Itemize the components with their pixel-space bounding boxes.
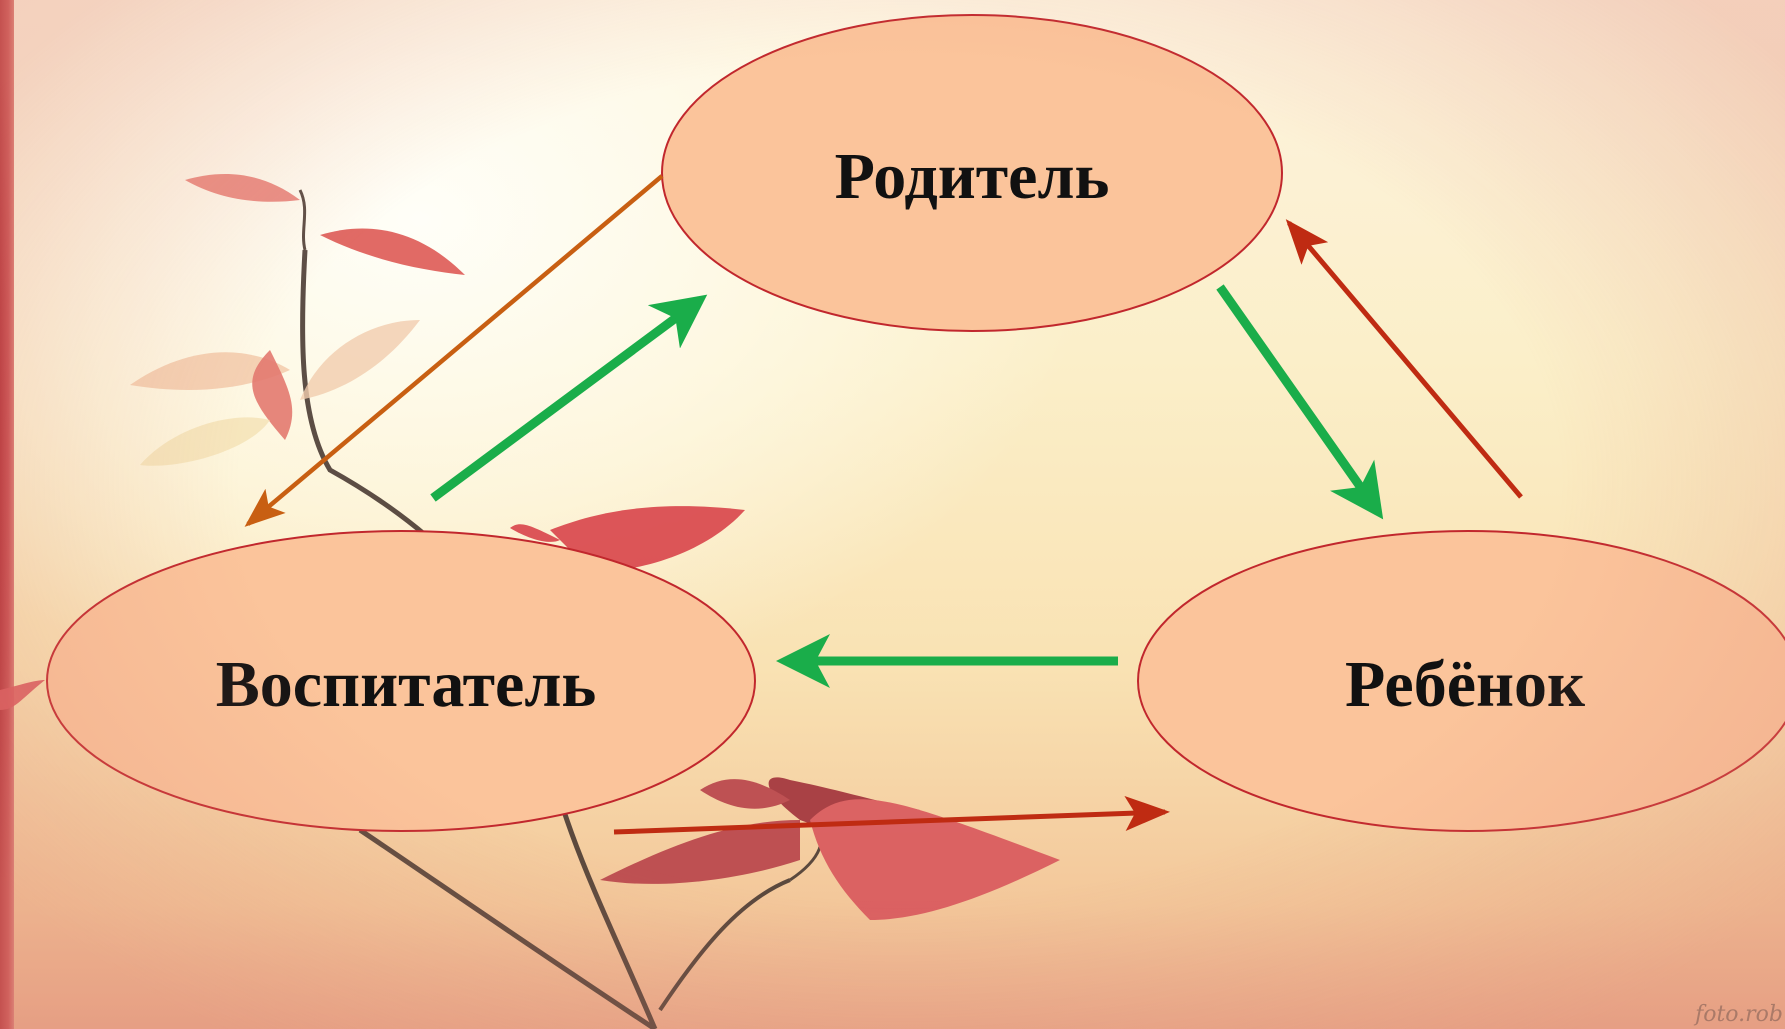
arrow-parent-to-teacher <box>244 174 664 527</box>
child-label: Ребёнок <box>1345 648 1585 721</box>
teacher-label: Воспитатель <box>216 648 597 721</box>
teacher-node <box>46 530 756 832</box>
parent-label: Родитель <box>835 140 1110 213</box>
arrow-teacher-to-parent <box>430 294 708 502</box>
autumn-branch-illustration <box>0 174 1060 1029</box>
watermark-text: foto.rob <box>1695 1002 1783 1027</box>
left-frame-border <box>0 0 14 1029</box>
arrow-parent-to-child <box>1216 284 1384 520</box>
arrow-child-to-parent <box>1285 219 1523 499</box>
arrow-teacher-to-child <box>613 795 1170 835</box>
child-node <box>1137 530 1785 832</box>
parent-node <box>661 14 1283 332</box>
